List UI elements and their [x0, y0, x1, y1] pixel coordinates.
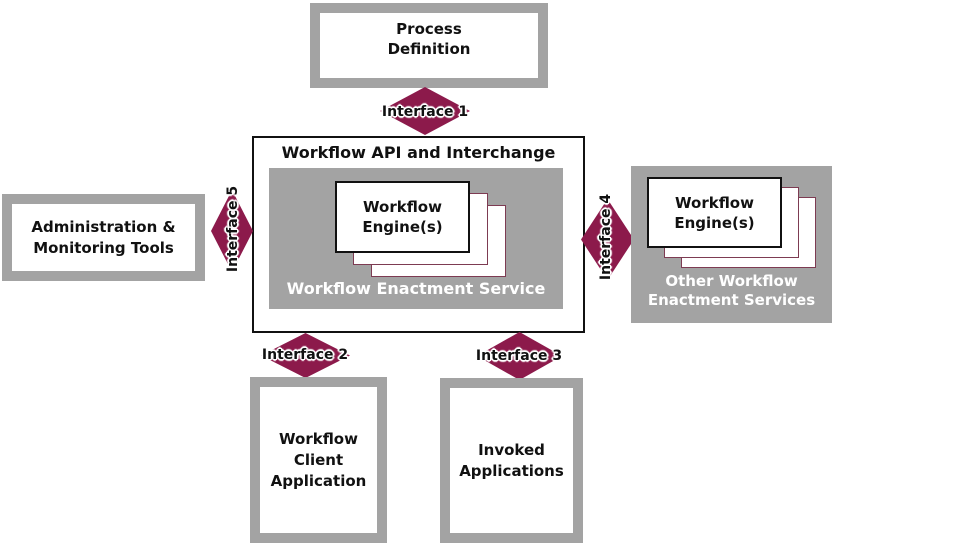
- workflow-client-application-label: Workflow Client Application: [270, 429, 367, 490]
- interface-4-label: Interface 4: [598, 193, 614, 281]
- process-definition-box: Process Definition: [310, 3, 548, 88]
- enactment-service-caption: Workflow Enactment Service: [286, 279, 546, 298]
- interface-3-label: Interface 3: [475, 348, 563, 364]
- interface-2-label: Interface 2: [261, 347, 349, 363]
- other-enactment-caption: Other Workflow Enactment Services: [647, 272, 816, 309]
- admin-monitoring-box: Administration & Monitoring Tools: [2, 194, 205, 281]
- interface-5-diamond-arrow-icon: [211, 190, 253, 272]
- interface-1-label: Interface 1: [381, 104, 469, 120]
- process-definition-label: Process Definition: [387, 20, 471, 58]
- interface-5-label: Interface 5: [225, 185, 241, 273]
- interface-2-diamond-arrow-icon: [261, 333, 350, 378]
- admin-monitoring-label: Administration & Monitoring Tools: [31, 217, 176, 257]
- other-workflow-engines-label: Workflow Engine(s): [674, 193, 755, 232]
- workflow-api-title: Workflow API and Interchange: [281, 143, 556, 162]
- workflow-engines-label: Workflow Engine(s): [362, 198, 443, 236]
- workflow-engine-box-front: Workflow Engine(s): [335, 181, 470, 253]
- workflow-client-application-box: Workflow Client Application: [250, 377, 387, 543]
- invoked-applications-label: Invoked Applications: [459, 440, 564, 480]
- invoked-applications-box: Invoked Applications: [440, 378, 583, 543]
- interface-1-diamond-arrow-icon: [380, 87, 470, 135]
- interface-4-diamond-arrow-icon: [581, 199, 634, 280]
- other-engine-box-front: Workflow Engine(s): [647, 177, 782, 248]
- interface-3-diamond-arrow-icon: [477, 332, 562, 380]
